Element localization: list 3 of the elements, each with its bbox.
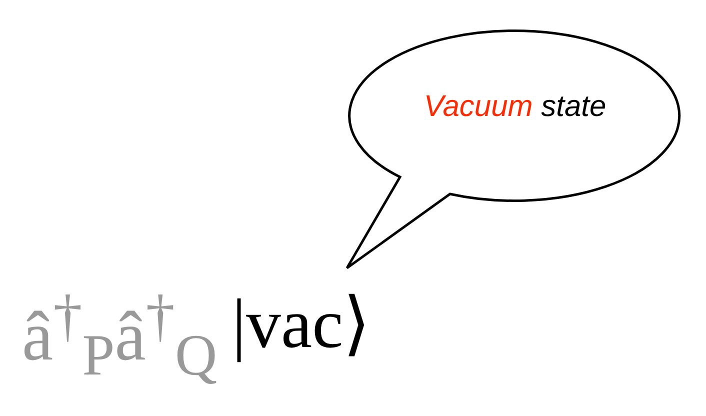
formula-text: |vac⟩ (232, 285, 370, 365)
bubble-text: Vacuum (424, 90, 533, 123)
bubble-text: state (541, 90, 606, 123)
